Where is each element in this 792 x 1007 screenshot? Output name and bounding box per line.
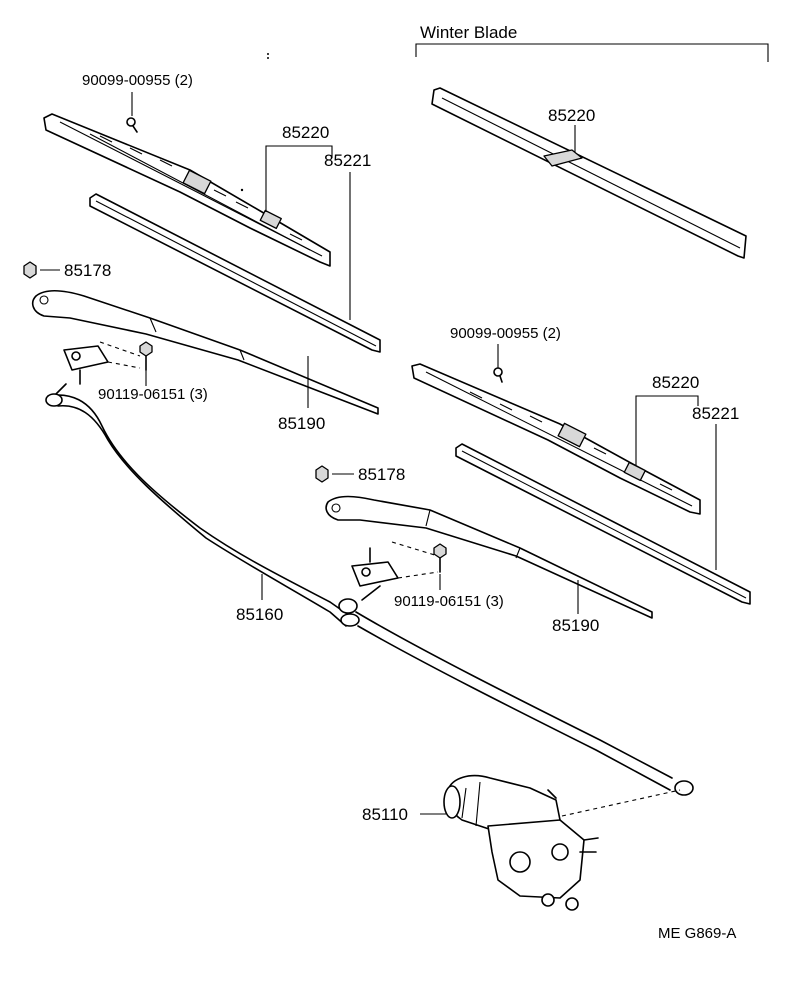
nut-left (23, 261, 37, 279)
winter-blade (431, 87, 747, 259)
blade-rubber-right (455, 443, 751, 605)
motor-link-dash (561, 789, 681, 817)
leader-blade-right (635, 395, 699, 466)
label-arm-left: 85190 (278, 414, 325, 433)
label-motor: 85110 (362, 805, 408, 824)
label-screw-right: 90099-00955 (2) (450, 325, 561, 342)
label-arm-right: 85190 (552, 616, 599, 635)
pivot-right (351, 547, 399, 601)
wiper-arm-right (325, 495, 653, 619)
label-blade-rubber-left: 85221 (324, 151, 371, 170)
wiper-blade-right (411, 363, 701, 515)
winter-blade-label: Winter Blade (420, 23, 517, 42)
label-blade-assy-right: 85220 (652, 373, 699, 392)
label-screw-left: 90099-00955 (2) (82, 72, 193, 89)
bolt-right (433, 543, 447, 573)
label-winter-blade: 85220 (548, 106, 595, 125)
label-bolt-right: 90119-06151 (3) (394, 593, 504, 610)
label-blade-assy-left: 85220 (282, 123, 329, 142)
label-link: 85160 (236, 605, 283, 624)
label-bolt-left: 90119-06151 (3) (98, 386, 208, 403)
wiper-blade-left (43, 113, 331, 267)
winter-blade-bracket: Winter Blade (415, 23, 769, 62)
wiper-motor (443, 774, 599, 911)
blade-rubber-left (89, 193, 381, 353)
diagram-code: ME G869-A (658, 925, 736, 942)
label-nut-right: 85178 (358, 465, 405, 484)
label-nut-left: 85178 (64, 261, 111, 280)
leader-blade-left (265, 145, 333, 212)
wiper-arm-left (31, 289, 379, 415)
label-blade-rubber-right: 85221 (692, 404, 739, 423)
bolt-left (139, 341, 153, 371)
nut-right (315, 465, 329, 483)
screw-right (493, 367, 503, 383)
screw-left (126, 117, 138, 133)
wiper-link (45, 393, 694, 796)
